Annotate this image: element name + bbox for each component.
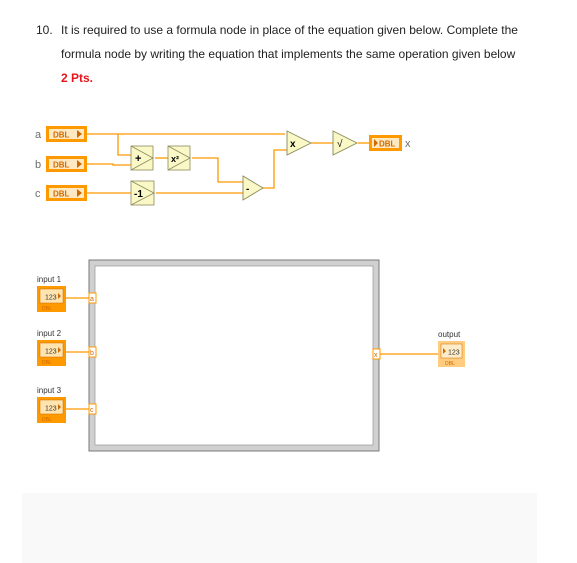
input-tunnel-a[interactable]: a <box>88 292 97 304</box>
answer-area <box>22 493 537 563</box>
svg-text:123: 123 <box>448 350 460 357</box>
minus-icon: - <box>246 184 249 195</box>
wires <box>87 133 369 194</box>
input-terminal-icon <box>374 139 378 147</box>
svg-text:DBL: DBL <box>42 360 52 366</box>
input-a-control[interactable]: a DBL <box>35 126 87 142</box>
output-x-indicator[interactable]: DBL x <box>369 135 411 151</box>
output-label: output <box>438 330 461 339</box>
input-3-control[interactable]: input 3 123 DBL <box>37 386 66 423</box>
svg-text:123: 123 <box>45 349 57 356</box>
multiply-node[interactable]: x <box>286 130 313 156</box>
svg-text:DBL: DBL <box>53 131 70 140</box>
decrement-node[interactable]: -1 <box>130 180 155 206</box>
square-root-node[interactable]: √ <box>332 130 359 156</box>
svg-text:x: x <box>374 352 378 359</box>
input-2-control[interactable]: input 2 123 DBL <box>37 329 66 366</box>
input-c-label: c <box>35 188 41 200</box>
output-terminal-icon <box>77 160 82 168</box>
square-icon: x² <box>171 154 179 164</box>
svg-text:DBL: DBL <box>379 140 396 149</box>
question-points: 2 Pts. <box>61 71 94 85</box>
formula-node-section: a b c x input 1 123 DBL input 2 <box>37 259 465 452</box>
output-indicator[interactable]: output 123 DBL <box>438 330 465 367</box>
decrement-icon: -1 <box>134 189 143 200</box>
svg-text:123: 123 <box>45 406 57 413</box>
output-terminal-icon <box>58 404 61 410</box>
square-root-icon: √ <box>337 138 343 150</box>
svg-text:b: b <box>90 350 94 357</box>
output-tunnel-x[interactable]: x <box>372 348 381 360</box>
input-a-label: a <box>35 129 42 141</box>
block-diagram: a DBL b DBL c DBL + <box>35 126 411 206</box>
output-terminal-icon <box>77 189 82 197</box>
formula-wires <box>66 297 438 410</box>
input-1-control[interactable]: input 1 123 DBL <box>37 275 66 312</box>
output-x-label: x <box>405 138 411 150</box>
svg-text:c: c <box>90 407 94 414</box>
question-line-2: formula node by writing the equation tha… <box>61 47 516 61</box>
input-b-control[interactable]: b DBL <box>35 156 87 172</box>
input-tunnel-c[interactable]: c <box>88 403 97 415</box>
input-2-label: input 2 <box>37 329 62 338</box>
input-3-label: input 3 <box>37 386 62 395</box>
svg-text:DBL: DBL <box>445 361 455 367</box>
svg-text:DBL: DBL <box>53 190 70 199</box>
add-node[interactable]: + <box>130 145 154 171</box>
subtract-node[interactable]: - <box>242 175 264 201</box>
svg-text:123: 123 <box>45 295 57 302</box>
output-terminal-icon <box>58 347 61 353</box>
svg-text:DBL: DBL <box>42 417 52 423</box>
svg-text:a: a <box>90 296 94 303</box>
input-terminal-icon <box>443 348 446 354</box>
square-node[interactable]: x² <box>167 145 191 171</box>
input-1-label: input 1 <box>37 275 62 284</box>
formula-node-body[interactable] <box>94 265 374 446</box>
output-terminal-icon <box>58 293 61 299</box>
svg-text:DBL: DBL <box>53 161 70 170</box>
multiply-icon: x <box>290 139 296 150</box>
question-line-1: It is required to use a formula node in … <box>61 23 518 37</box>
output-terminal-icon <box>77 130 82 138</box>
input-tunnel-b[interactable]: b <box>88 346 97 358</box>
question-number: 10. <box>36 23 53 37</box>
svg-text:DBL: DBL <box>42 306 52 312</box>
input-c-control[interactable]: c DBL <box>35 185 87 201</box>
plus-icon: + <box>135 153 141 165</box>
input-b-label: b <box>35 159 41 171</box>
